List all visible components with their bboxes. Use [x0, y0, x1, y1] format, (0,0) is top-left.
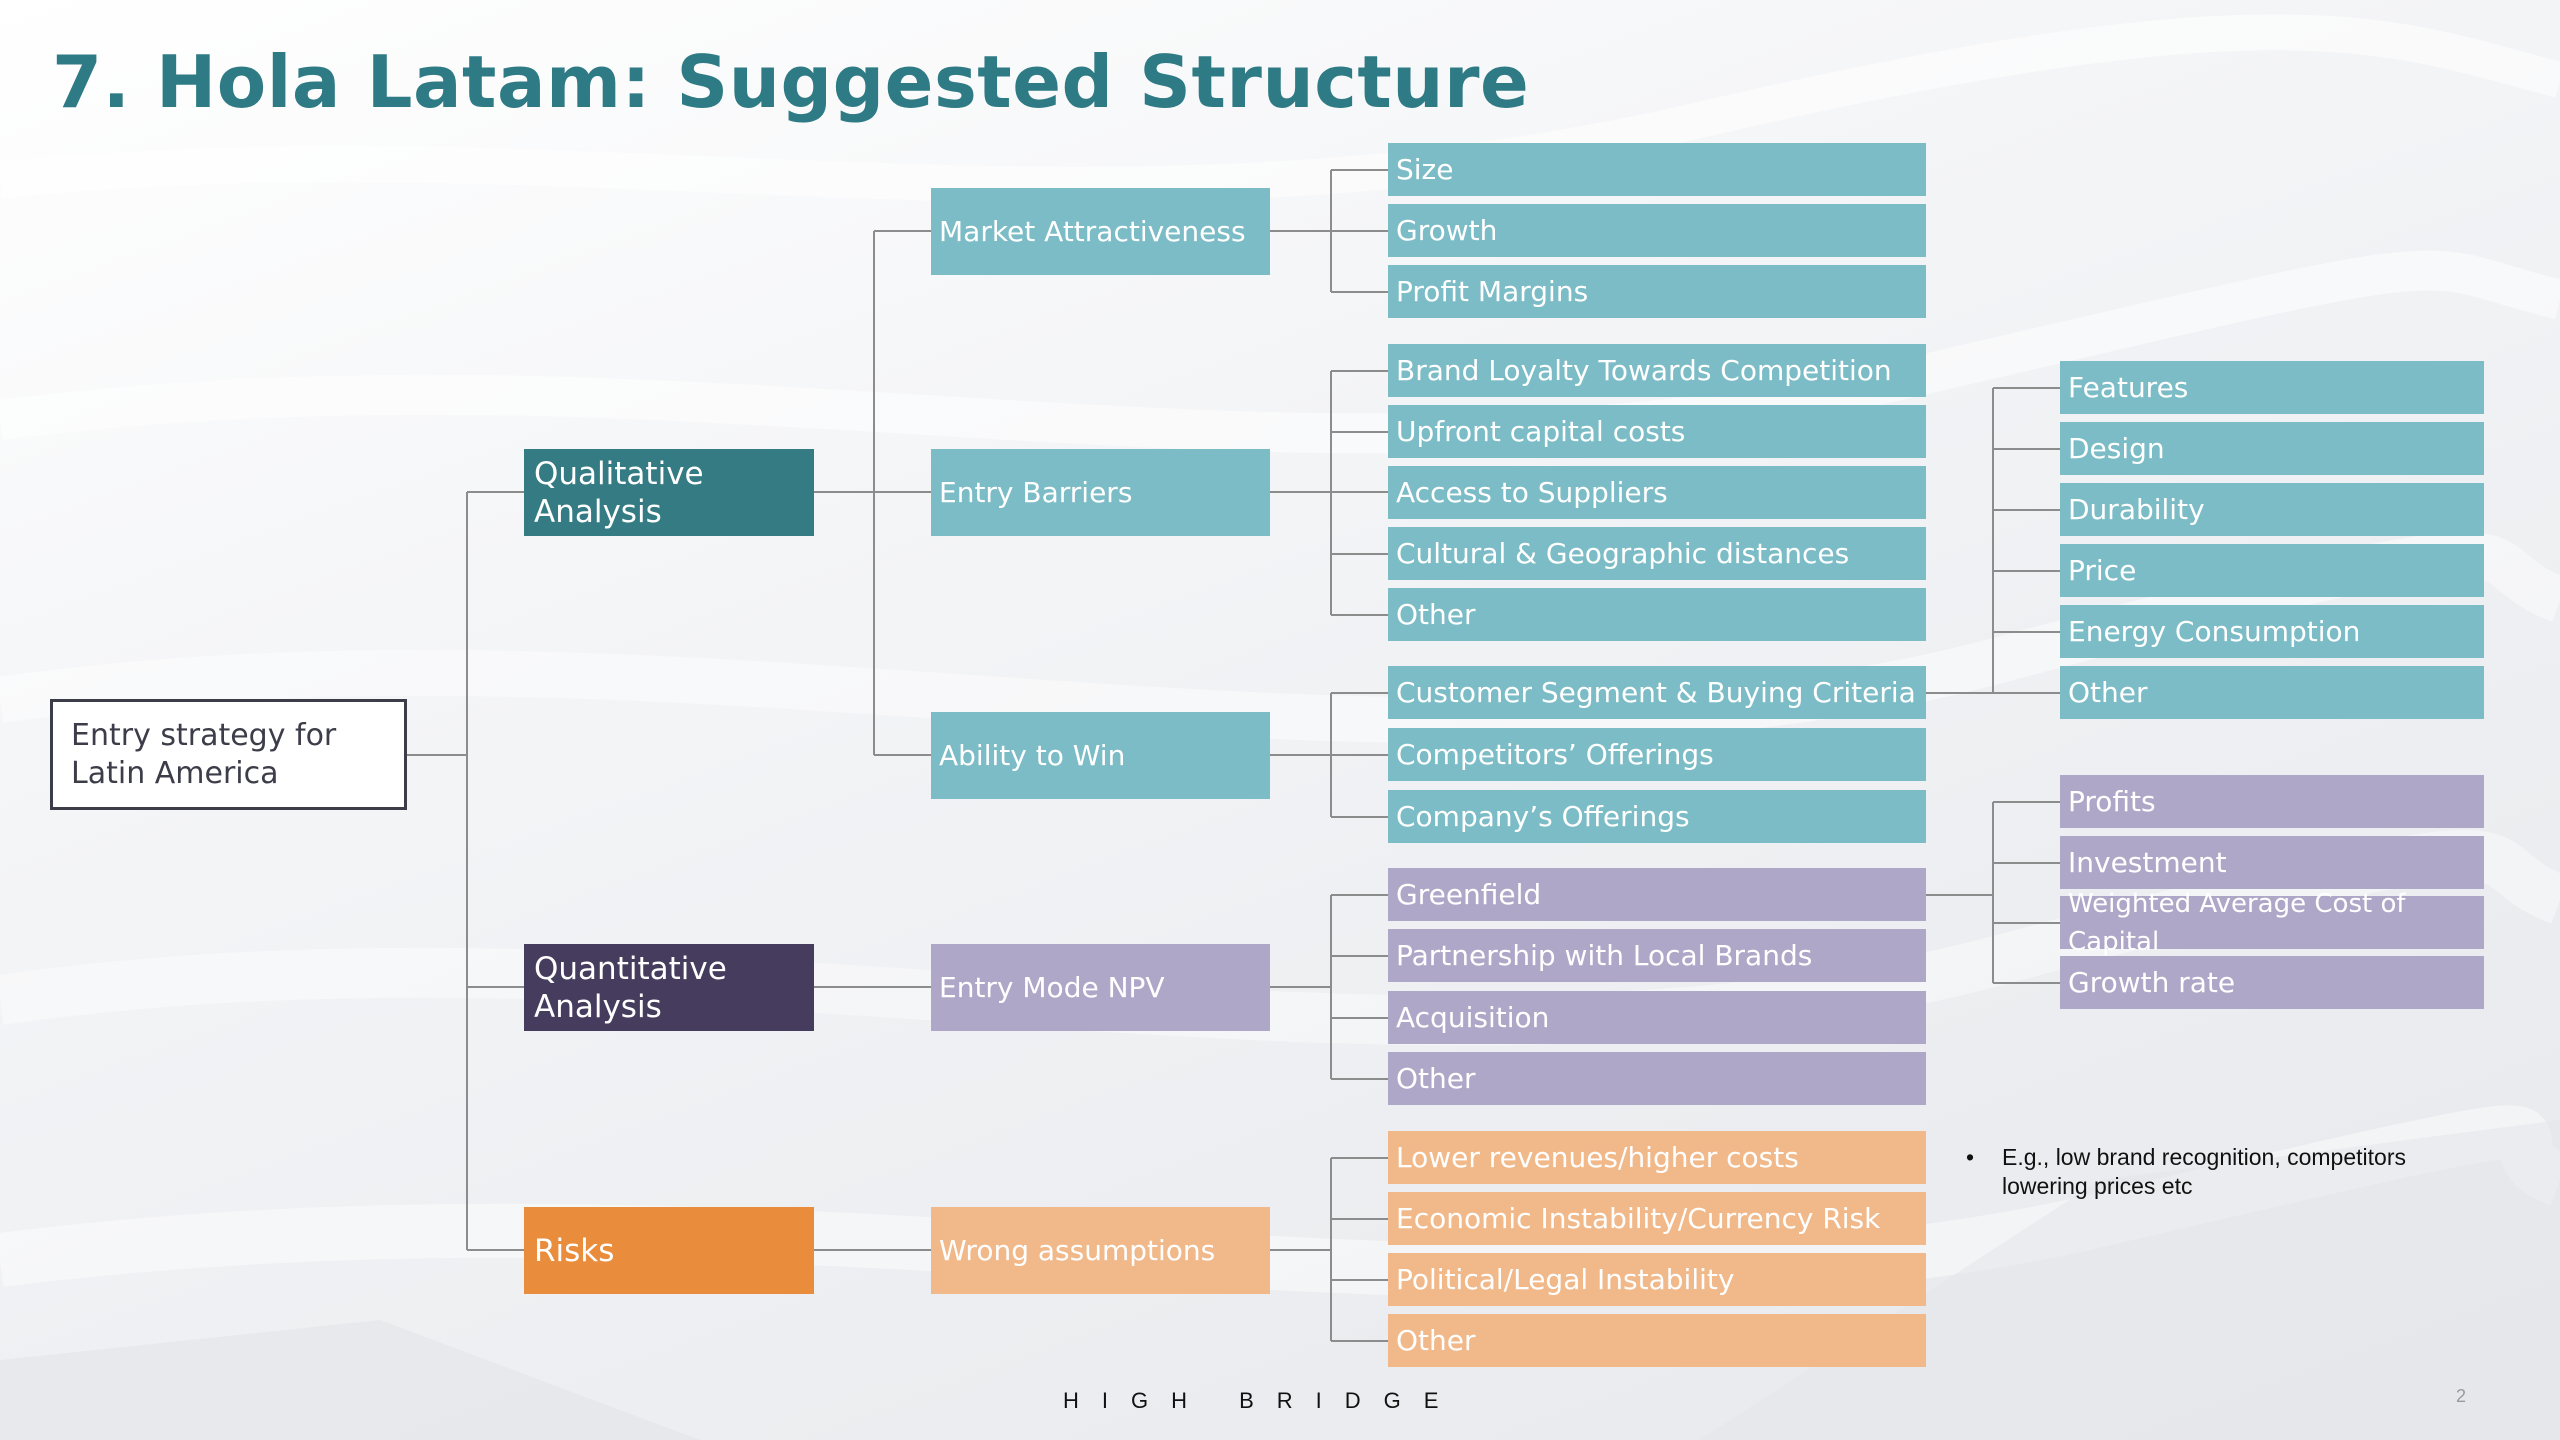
leaf-label: Growth	[1396, 213, 1498, 247]
leaf-label: Energy Consumption	[2068, 614, 2361, 648]
leaf-growth-rate: Growth rate	[2060, 956, 2484, 1009]
bullet-icon: •	[1966, 1144, 1975, 1170]
leaf-label: Profits	[2068, 784, 2156, 818]
leaf-cultural-geographic-distances: Cultural & Geographic distances	[1388, 527, 1926, 580]
leaf-label: Brand Loyalty Towards Competition	[1396, 353, 1892, 387]
node-risks-label: Risks	[534, 1232, 615, 1269]
leaf-investment: Investment	[2060, 836, 2484, 889]
leaf-label: Acquisition	[1396, 1000, 1550, 1034]
leaf-label: Other	[1396, 597, 1476, 631]
leaf-lower-revenues: Lower revenues/higher costs	[1388, 1131, 1926, 1184]
root-node-entry-strategy: Entry strategy for Latin America	[50, 699, 407, 810]
page-number: 2	[2456, 1386, 2467, 1406]
leaf-label: Greenfield	[1396, 877, 1542, 911]
leaf-label: Investment	[2068, 845, 2227, 879]
leaf-label: Size	[1396, 152, 1454, 186]
leaf-economic-instability: Economic Instability/Currency Risk	[1388, 1192, 1926, 1245]
leaf-entry-barriers-other: Other	[1388, 588, 1926, 641]
leaf-size: Size	[1388, 143, 1926, 196]
leaf-label: Economic Instability/Currency Risk	[1396, 1201, 1881, 1235]
node-wrong-assumptions: Wrong assumptions	[931, 1207, 1270, 1294]
leaf-label: Growth rate	[2068, 965, 2236, 999]
leaf-acquisition: Acquisition	[1388, 991, 1926, 1044]
node-entry-mode-npv: Entry Mode NPV	[931, 944, 1270, 1031]
node-market-attractiveness: Market Attractiveness	[931, 188, 1270, 275]
leaf-features: Features	[2060, 361, 2484, 414]
leaf-label: Other	[2068, 675, 2148, 709]
leaf-label: Other	[1396, 1061, 1476, 1095]
risks-note: • E.g., low brand recognition, competito…	[1966, 1143, 2436, 1201]
node-entry-barriers-label: Entry Barriers	[939, 475, 1133, 509]
node-ability-to-win: Ability to Win	[931, 712, 1270, 799]
leaf-customer-segment: Customer Segment & Buying Criteria	[1388, 666, 1926, 719]
leaf-access-to-suppliers: Access to Suppliers	[1388, 466, 1926, 519]
leaf-label: Lower revenues/higher costs	[1396, 1140, 1799, 1174]
leaf-upfront-capital-costs: Upfront capital costs	[1388, 405, 1926, 458]
leaf-label: Upfront capital costs	[1396, 414, 1686, 448]
node-quantitative-analysis: Quantitative Analysis	[524, 944, 814, 1031]
risks-note-text: E.g., low brand recognition, competitors…	[2002, 1144, 2406, 1199]
leaf-label: Design	[2068, 431, 2165, 465]
leaf-profit-margins: Profit Margins	[1388, 265, 1926, 318]
leaf-label: Price	[2068, 553, 2137, 587]
leaf-wacc: Weighted Average Cost of Capital	[2060, 889, 2484, 957]
page-title: 7. Hola Latam: Suggested Structure	[52, 40, 1530, 124]
leaf-company-offerings: Company’s Offerings	[1388, 790, 1926, 843]
leaf-entry-mode-other: Other	[1388, 1052, 1926, 1105]
leaf-greenfield: Greenfield	[1388, 868, 1926, 921]
leaf-label: Profit Margins	[1396, 274, 1589, 308]
leaf-label: Weighted Average Cost of Capital	[2068, 888, 2406, 957]
node-qualitative-analysis: Qualitative Analysis	[524, 449, 814, 536]
leaf-political-legal-instability: Political/Legal Instability	[1388, 1253, 1926, 1306]
leaf-label: Customer Segment & Buying Criteria	[1396, 675, 1916, 709]
leaf-label: Access to Suppliers	[1396, 475, 1668, 509]
node-wrong-assumptions-label: Wrong assumptions	[939, 1233, 1216, 1267]
leaf-brand-loyalty: Brand Loyalty Towards Competition	[1388, 344, 1926, 397]
node-risks: Risks	[524, 1207, 814, 1294]
leaf-design: Design	[2060, 422, 2484, 475]
leaf-competitors-offerings: Competitors’ Offerings	[1388, 728, 1926, 781]
node-entry-barriers: Entry Barriers	[931, 449, 1270, 536]
node-market-attractiveness-label: Market Attractiveness	[939, 214, 1246, 248]
leaf-label: Cultural & Geographic distances	[1396, 536, 1850, 570]
leaf-energy-consumption: Energy Consumption	[2060, 605, 2484, 658]
leaf-durability: Durability	[2060, 483, 2484, 536]
leaf-label: Other	[1396, 1323, 1476, 1357]
node-quantitative-analysis-label: Quantitative Analysis	[534, 950, 727, 1025]
leaf-partnership-local-brands: Partnership with Local Brands	[1388, 929, 1926, 982]
leaf-label: Features	[2068, 370, 2189, 404]
footer-brand-logo: HIGH BRIDGE	[1063, 1388, 1462, 1413]
leaf-label: Political/Legal Instability	[1396, 1262, 1735, 1296]
leaf-growth: Growth	[1388, 204, 1926, 257]
node-ability-to-win-label: Ability to Win	[939, 738, 1126, 772]
leaf-profits: Profits	[2060, 775, 2484, 828]
root-node-label: Entry strategy for Latin America	[71, 717, 337, 791]
leaf-label: Partnership with Local Brands	[1396, 938, 1813, 972]
node-qualitative-analysis-label: Qualitative Analysis	[534, 455, 704, 530]
leaf-price: Price	[2060, 544, 2484, 597]
leaf-label: Durability	[2068, 492, 2205, 526]
leaf-criteria-other: Other	[2060, 666, 2484, 719]
leaf-risks-other: Other	[1388, 1314, 1926, 1367]
leaf-label: Competitors’ Offerings	[1396, 737, 1714, 771]
leaf-label: Company’s Offerings	[1396, 799, 1690, 833]
node-entry-mode-npv-label: Entry Mode NPV	[939, 970, 1165, 1004]
